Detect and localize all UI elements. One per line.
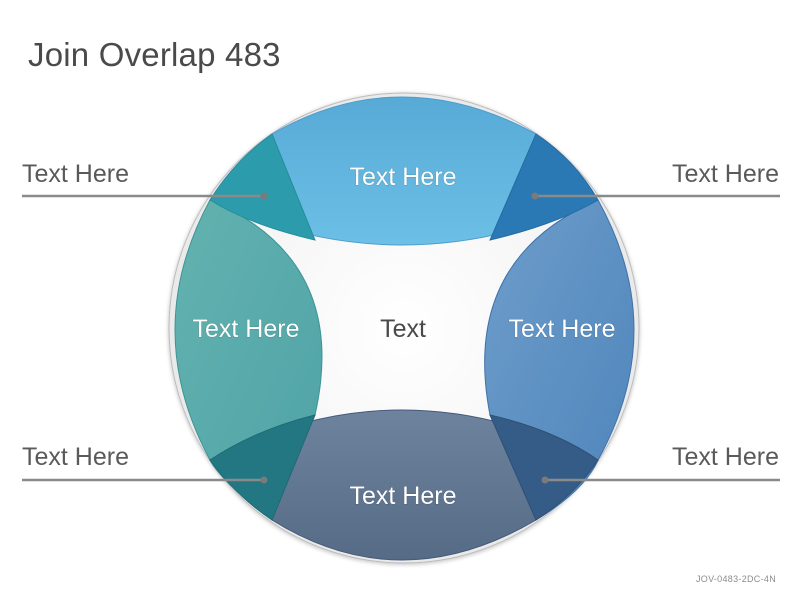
page-title: Join Overlap 483 xyxy=(28,36,281,73)
overlap-bottom-left xyxy=(209,414,316,521)
callout-dot-top-right xyxy=(531,192,539,200)
petal-right-label: Text Here xyxy=(509,315,616,343)
overlap-top-left xyxy=(209,133,316,241)
petal-left-label: Text Here xyxy=(193,315,300,343)
callout-label-bottom-right: Text Here xyxy=(672,443,779,471)
callout-dot-bottom-left xyxy=(260,476,268,484)
center-label: Text xyxy=(380,315,426,343)
overlap-top-right xyxy=(489,133,599,241)
footer-code: JOV-0483-2DC-4N xyxy=(695,574,776,584)
callout-label-bottom-left: Text Here xyxy=(22,443,129,471)
callout-dot-top-left xyxy=(260,192,268,200)
callout-label-top-right: Text Here xyxy=(672,160,779,188)
overlap-bottom-right xyxy=(489,414,599,521)
callout-label-top-left: Text Here xyxy=(22,160,129,188)
petal-top-label: Text Here xyxy=(350,163,457,191)
petal-bottom-label: Text Here xyxy=(350,482,457,510)
callout-dot-bottom-right xyxy=(541,476,549,484)
